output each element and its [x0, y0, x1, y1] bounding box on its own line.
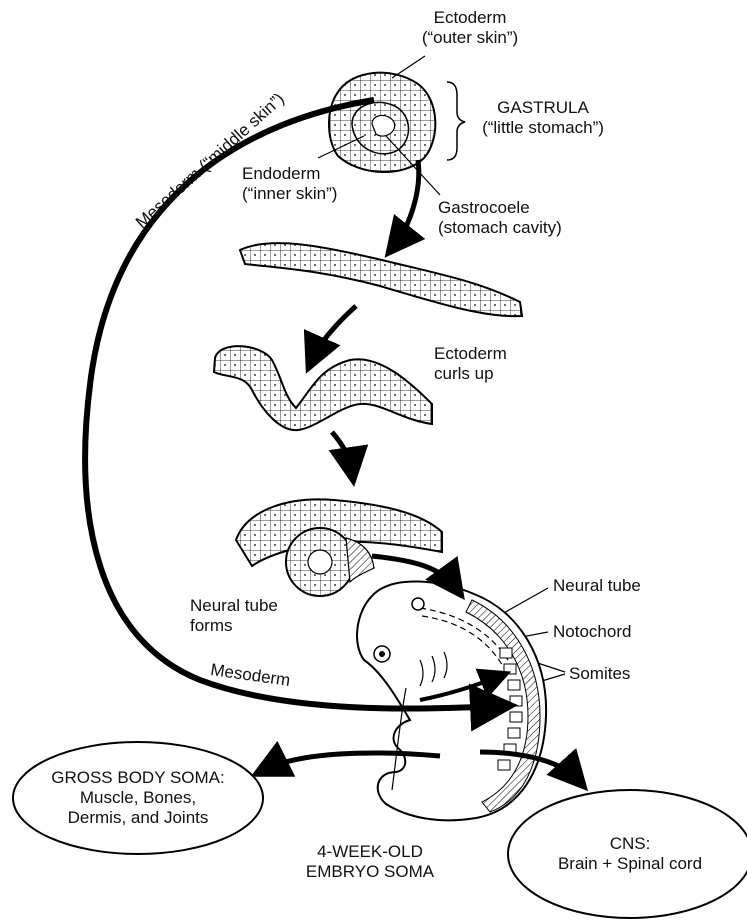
- label-ectoderm-top-line2: (“outer skin”): [410, 28, 530, 48]
- label-ectoderm-curls-line2: curls up: [434, 364, 507, 384]
- embryo-drawing: [357, 581, 546, 820]
- ectoderm-curling: [214, 346, 432, 430]
- label-neural-tube: Neural tube: [553, 576, 641, 596]
- label-cns-line1: CNS:: [530, 834, 730, 854]
- gastrula-drawing: [329, 73, 435, 172]
- gastrula-bracket: [447, 82, 465, 160]
- ectoderm-sheet: [240, 243, 522, 316]
- label-gross-body-soma: GROSS BODY SOMA: Muscle, Bones, Dermis, …: [18, 768, 258, 828]
- label-gastrula-line2: (“little stomach”): [468, 118, 618, 138]
- label-neural-tube-forms-line1: Neural tube: [190, 596, 278, 616]
- label-gastrocoele: Gastrocoele (stomach cavity): [438, 198, 562, 238]
- label-gastrocoele-line2: (stomach cavity): [438, 218, 562, 238]
- label-gastrula-line1: GASTRULA: [468, 98, 618, 118]
- label-ectoderm-curls: Ectoderm curls up: [434, 344, 507, 384]
- label-neural-tube-forms: Neural tube forms: [190, 596, 278, 636]
- label-cns-line2: Brain + Spinal cord: [530, 854, 730, 874]
- label-notochord: Notochord: [553, 622, 631, 642]
- label-somites: Somites: [569, 664, 630, 684]
- label-gross-body-soma-line3: Dermis, and Joints: [18, 808, 258, 828]
- label-cns: CNS: Brain + Spinal cord: [530, 834, 730, 874]
- label-endoderm-line1: Endoderm: [242, 164, 337, 184]
- label-ectoderm-top-line1: Ectoderm: [410, 8, 530, 28]
- label-ectoderm-curls-line1: Ectoderm: [434, 344, 507, 364]
- label-neural-tube-forms-line2: forms: [190, 616, 278, 636]
- label-embryo-line2: EMBRYO SOMA: [300, 862, 440, 882]
- label-endoderm: Endoderm (“inner skin”): [242, 164, 337, 204]
- label-gross-body-soma-line2: Muscle, Bones,: [18, 788, 258, 808]
- label-endoderm-line2: (“inner skin”): [242, 184, 337, 204]
- label-ectoderm-top: Ectoderm (“outer skin”): [410, 8, 530, 48]
- label-gross-body-soma-line1: GROSS BODY SOMA:: [18, 768, 258, 788]
- label-embryo-line1: 4-WEEK-OLD: [300, 842, 440, 862]
- label-gastrocoele-line1: Gastrocoele: [438, 198, 562, 218]
- label-gastrula: GASTRULA (“little stomach”): [468, 98, 618, 138]
- label-embryo: 4-WEEK-OLD EMBRYO SOMA: [300, 842, 440, 882]
